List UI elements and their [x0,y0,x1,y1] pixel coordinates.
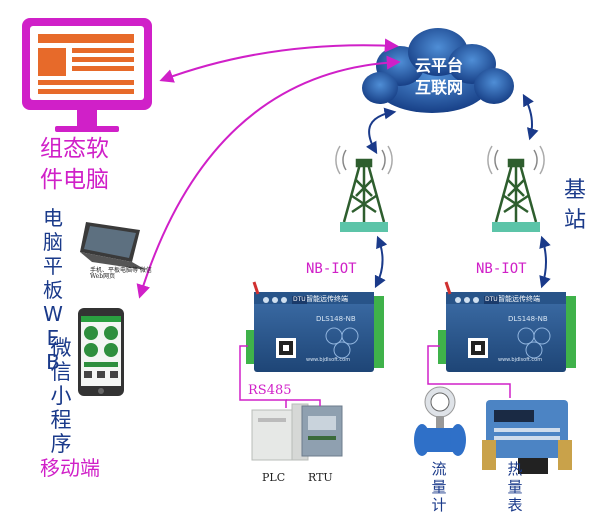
device-left-title: 智能远传终端 [306,295,348,303]
device-right-badge: DTU [484,296,499,304]
device-left-url: www.bjdlsoft.com [306,357,351,363]
heatmeter-label: 热量表 [507,460,523,514]
device-right-url: www.bjdlsoft.com [498,357,543,363]
cloud-label: 云平台 互联网 [404,58,474,96]
heatmeter-icon [482,400,572,474]
flowmeter-label: 流量计 [431,460,447,514]
tower-right-icon [487,145,545,232]
plc-icon [251,403,309,461]
pc-label: 组态软 件电脑 [40,138,109,192]
miniapp-label: 微信小程序 [50,336,72,456]
cloud-line2: 互联网 [414,78,463,97]
tablet-label: 电脑平板WEB [43,206,63,374]
pc-label-line2: 件电脑 [40,167,109,193]
monitor-icon [22,18,152,132]
arrow-cloud-mobile [136,55,401,299]
laptop-icon [80,222,146,270]
arrow-tower-device-left [374,235,388,289]
station-label: 基站 [563,178,586,233]
arrow-cloud-tower-left [365,107,397,155]
mobile-label: 移动端 [40,456,100,480]
tower-left-icon [335,145,393,232]
pc-label-line1: 组态软 [40,136,109,162]
rtu-label: RTU [308,471,333,484]
device-left-badge: DTU [292,296,307,304]
nbiot-right-label: NB-IOT [476,261,527,277]
device-right-title: 智能远传终端 [498,295,540,303]
line-device-rs485 [239,345,287,408]
device-right [438,281,576,372]
device-right-model: DLS148-NB [508,315,548,323]
plc-label: PLC [262,471,286,484]
tablet-caption: 手机、平板电脑等 微信Web网页 [90,267,152,280]
rs485-label: RS485 [248,383,292,398]
arrow-tower-device-right [539,235,551,289]
arrow-cloud-tower-right [522,93,539,141]
device-left-model: DLS148-NB [316,315,356,323]
line-device-meters [427,345,511,398]
arrow-pc-cloud [159,38,399,83]
phone-icon [78,308,124,396]
cloud-line1: 云平台 [414,56,463,75]
rtu-icon [301,405,343,457]
line-rs485-rtu [286,399,321,406]
nbiot-left-label: NB-IOT [306,261,357,277]
flowmeter-icon [414,386,466,456]
